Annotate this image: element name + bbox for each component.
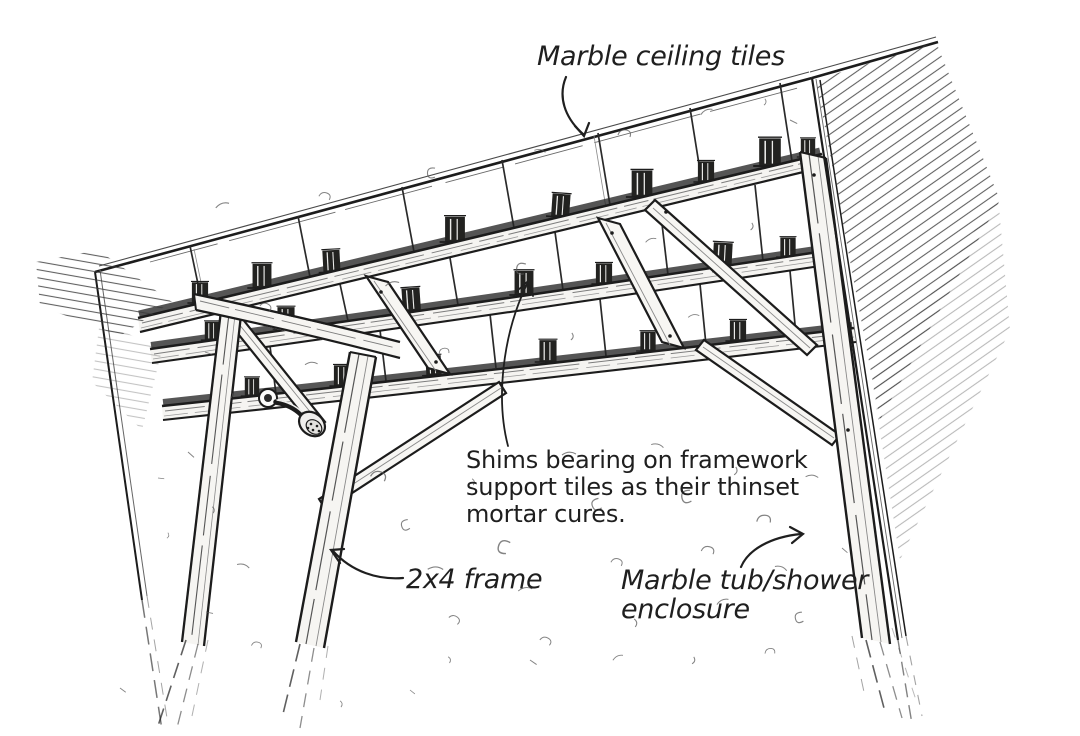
right-wall-hatching [816,42,1010,560]
front-left-post [294,351,378,649]
label-marble-ceiling-tiles: Marble ceiling tiles [537,41,785,72]
shower-head-icon [258,388,327,438]
annotation-arrows [329,75,805,580]
label-shims-note: Shims bearing on framework support tiles… [466,447,808,528]
left-wall-hatching [36,250,172,430]
label-2x4-frame: 2x4 frame [406,564,543,595]
label-shims-line2: support tiles as their thinset [466,473,799,501]
stud-left [363,274,453,376]
arrow-marble-ceiling-tiles [561,75,591,139]
arrow-2x4-frame [329,547,405,580]
post-fade-streaks [157,627,917,733]
brace-right-upper [643,198,819,357]
label-shims-line3: mortar cures. [466,500,626,528]
arrow-enclosure [739,525,805,569]
label-enclosure-line2: enclosure [621,594,750,625]
label-enclosure-line1: Marble tub/shower [621,565,869,596]
stud-center [595,216,687,350]
arrow-shims [501,280,534,447]
frame-studs-braces [225,198,842,512]
brace-right-lower [694,338,842,447]
label-shims-line1: Shims bearing on framework [466,446,808,474]
left-top-plate [193,292,401,360]
left-rear-post [180,301,244,647]
ceiling-edges [94,36,939,274]
label-tub-shower-enclosure: Marble tub/shower enclosure [621,566,868,624]
